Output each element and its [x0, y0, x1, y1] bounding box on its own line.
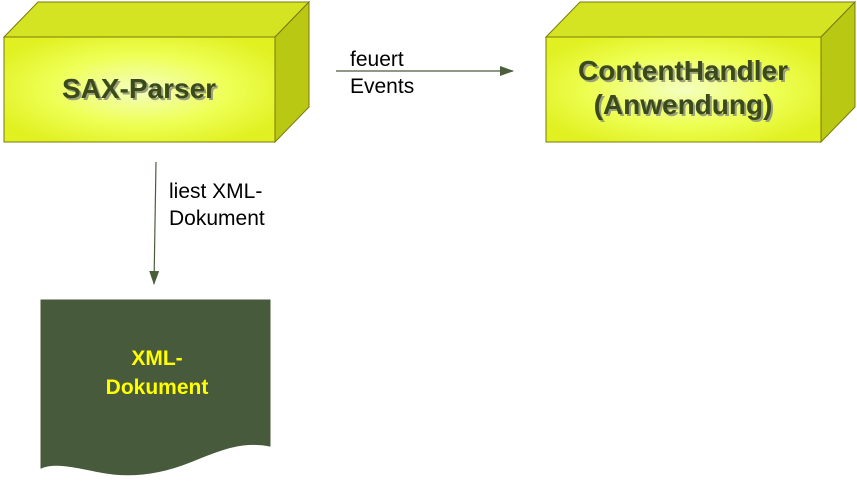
fires-events-label-line2: Events [350, 75, 414, 98]
content-handler-box-top [544, 1, 857, 38]
reads-xml-arrow [149, 161, 160, 285]
xml-document-label-line2: Dokument [106, 376, 209, 399]
xml-document-label-line1: XML- [131, 347, 182, 370]
content-handler-label-line2: (Anwendung) [594, 89, 773, 120]
fires-events-label-line1: feuert [350, 48, 404, 71]
sax-parser-label-shadow: SAX-Parser [64, 75, 218, 106]
xml-document-shape: XML- Dokument [40, 299, 271, 476]
sax-parser-box-front [3, 36, 276, 143]
content-handler-label-line1: ContentHandler [578, 55, 788, 86]
reads-xml-label-line1: liest XML- [169, 180, 262, 203]
content-handler-box-front [545, 36, 822, 143]
sax-parser-box-top [2, 1, 311, 38]
content-handler-label-line2-shadow: (Anwendung) [596, 91, 775, 122]
sax-parser-box: SAX-Parser SAX-Parser [2, 0, 311, 144]
reads-xml-label-line2: Dokument [169, 207, 265, 230]
content-handler-box: ContentHandler ContentHandler (Anwendung… [544, 0, 857, 144]
content-handler-label-line1-shadow: ContentHandler [580, 57, 790, 88]
xml-document-body [40, 299, 271, 476]
sax-parser-label: SAX-Parser [62, 73, 216, 104]
